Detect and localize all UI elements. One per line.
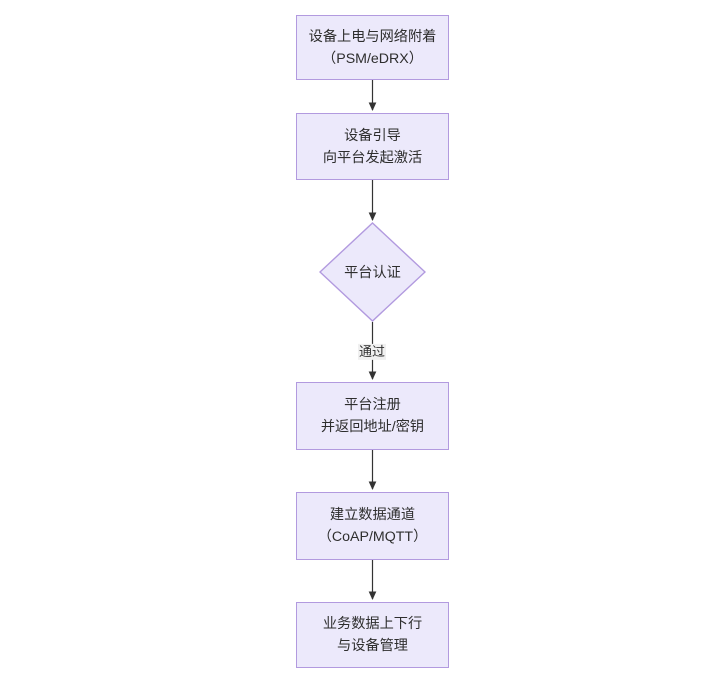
node-line: 与设备管理 <box>337 638 408 654</box>
node-platform-registration[interactable]: 平台注册 并返回地址/密钥 <box>296 382 449 450</box>
node-line: 并返回地址/密钥 <box>320 419 425 435</box>
node-line: 设备上电与网络附着 <box>308 28 437 45</box>
node-device-bootstrap[interactable]: 设备引导 向平台发起激活 <box>296 113 449 180</box>
node-device-power-on[interactable]: 设备上电与网络附着 （PSM/eDRX） <box>296 15 449 80</box>
node-line: 平台注册 <box>344 397 401 413</box>
node-business-data[interactable]: 业务数据上下行 与设备管理 <box>296 602 449 668</box>
edge-label-pass: 通过 <box>357 343 387 361</box>
node-line: 向平台发起激活 <box>322 149 423 166</box>
node-platform-auth-decision[interactable]: 平台认证 <box>319 222 426 322</box>
node-line: 业务数据上下行 <box>322 616 423 632</box>
node-line: 设备引导 <box>344 127 401 144</box>
node-line: （CoAP/MQTT） <box>317 529 428 545</box>
node-line: 平台认证 <box>344 265 401 281</box>
node-data-channel[interactable]: 建立数据通道 （CoAP/MQTT） <box>296 492 449 560</box>
node-line: 建立数据通道 <box>329 507 416 523</box>
diamond-shape-icon <box>319 222 426 322</box>
node-line: （PSM/eDRX） <box>322 50 423 67</box>
